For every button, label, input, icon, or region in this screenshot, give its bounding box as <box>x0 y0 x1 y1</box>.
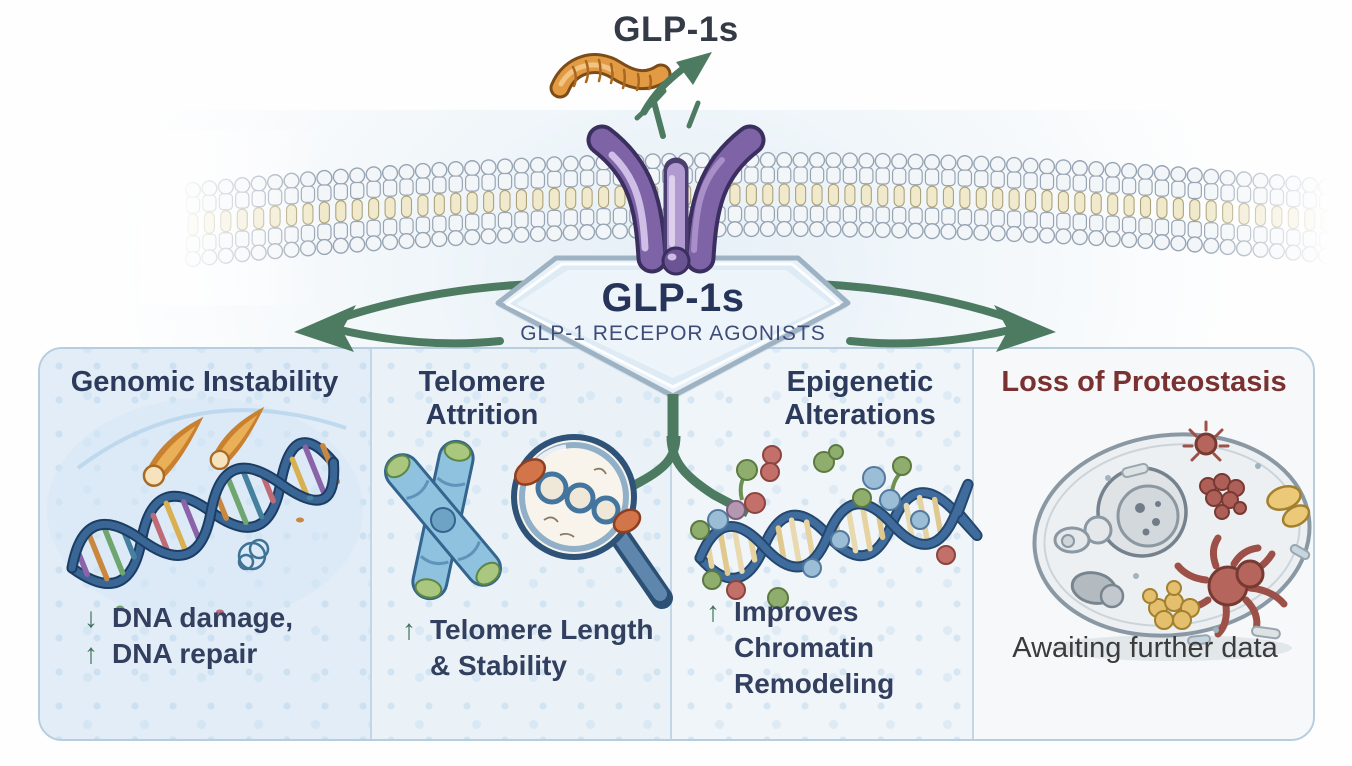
effect-text: DNA repair <box>112 638 258 669</box>
panel-title-genomic-instability: Genomic Instability <box>38 366 371 399</box>
effect-line: Chromatin <box>700 630 894 666</box>
up-arrow-icon: ↑ <box>402 614 416 645</box>
effect-text: Improves <box>734 596 859 627</box>
effect-text: & Stability <box>430 650 567 681</box>
panel-title-line: Telomere <box>418 366 546 398</box>
panel-title-epigenetic-alterations: Epigenetic Alterations <box>745 366 975 432</box>
badge-subtitle: GLP-1 RECEPOR AGONISTS <box>520 322 826 345</box>
effect-text: DNA damage, <box>112 602 294 633</box>
effect-line: Remodeling <box>700 666 894 702</box>
glp1-peptide-icon <box>549 53 672 99</box>
effect-text: Chromatin <box>734 632 874 663</box>
effect-line: ↑ Telomere Length <box>396 612 654 648</box>
panel-title-line: Epigenetic <box>786 366 934 398</box>
panel-title-line: Attrition <box>425 399 539 431</box>
effect-line: ↑ Improves <box>700 594 894 630</box>
hallmarks-container <box>38 347 1315 741</box>
telomere-attrition-effects: ↑ Telomere Length & Stability <box>396 612 654 684</box>
up-arrow-icon: ↑ <box>706 596 720 627</box>
effect-line: ↓ DNA damage, <box>78 600 293 636</box>
effect-line: & Stability <box>396 648 654 684</box>
badge-title: GLP-1s <box>601 276 745 320</box>
effect-text: Awaiting further data <box>1012 632 1278 664</box>
effect-text: Telomere Length <box>430 614 654 645</box>
panel-title-line: Loss of Proteostasis <box>1001 366 1287 398</box>
effect-line: ↑ DNA repair <box>78 636 293 672</box>
epigenetic-alterations-effects: ↑ Improves Chromatin Remodeling <box>700 594 894 702</box>
down-arrow-icon: ↓ <box>84 602 98 633</box>
panel-title-line: Genomic Instability <box>70 366 339 398</box>
panel-title-line: Alterations <box>784 399 936 431</box>
loss-of-proteostasis-effects: Awaiting further data <box>978 630 1312 666</box>
panel-title-loss-of-proteostasis: Loss of Proteostasis <box>975 366 1313 399</box>
panel-title-telomere-attrition: Telomere Attrition <box>372 366 592 432</box>
effect-text: Remodeling <box>734 668 895 699</box>
up-arrow-icon: ↑ <box>84 638 98 669</box>
genomic-instability-effects: ↓ DNA damage, ↑ DNA repair <box>78 600 293 672</box>
panel-loss-of-proteostasis <box>974 349 1313 739</box>
page-title: GLP-1s <box>613 10 739 49</box>
panel-genomic-instability <box>40 349 372 739</box>
effect-line: Awaiting further data <box>978 630 1312 666</box>
